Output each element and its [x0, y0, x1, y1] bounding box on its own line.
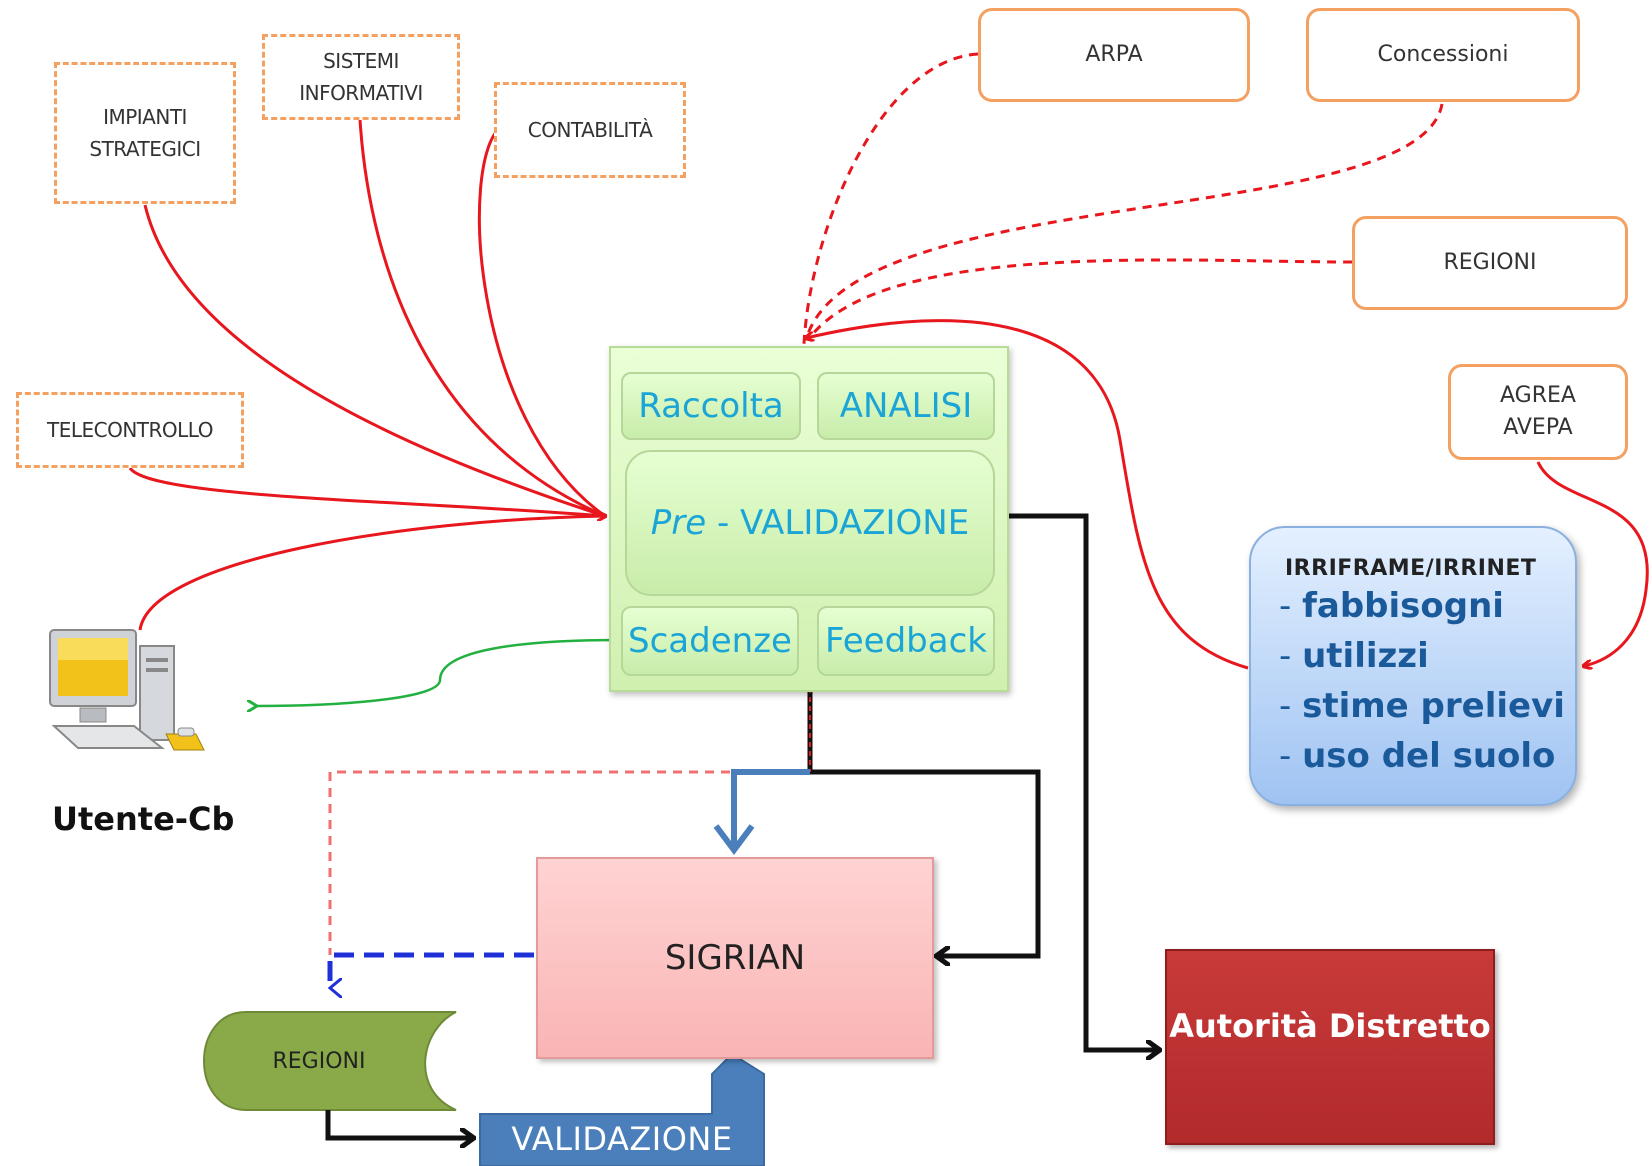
irri-item-utilizzi: - utilizzi: [1279, 636, 1429, 676]
link-sigrian-regioni: [327, 952, 534, 988]
irri-item-stime-prelievi: - stime prelievi: [1279, 686, 1565, 726]
link-center-regioni-dashed: [328, 770, 810, 955]
irri-title: IRRIFRAME/IRRINET: [1285, 556, 1537, 581]
pre-label: Pre: [650, 503, 707, 543]
box-telecontrollo: TELECONTROLLO: [16, 392, 244, 468]
pill-raccolta: Raccolta: [621, 372, 801, 440]
box-agrea-avepa: AGREA AVEPA: [1448, 364, 1628, 460]
irriframe-irrinet-box: IRRIFRAME/IRRINET - fabbisogni - utilizz…: [1249, 526, 1577, 806]
link-contabilita: [477, 126, 606, 518]
regioni-bottom-label: REGIONI: [272, 1048, 366, 1074]
box-contabilita: CONTABILITÀ: [494, 82, 686, 178]
link-concessioni: [804, 103, 1444, 341]
box-sistemi-informativi: SISTEMI INFORMATIVI: [262, 34, 460, 120]
link-trunk-sigrian-arrowhead: [713, 824, 755, 855]
regioni-bottom-shape: [203, 1011, 457, 1111]
link-agrea-irri: [1536, 461, 1649, 666]
link-arpa: [802, 52, 979, 345]
pill-scadenze: Scadenze: [621, 606, 799, 676]
utente-cb-label: Utente-Cb: [52, 800, 235, 838]
link-sistemi: [358, 119, 606, 518]
pill-feedback: Feedback: [817, 606, 995, 676]
computer-icon: [49, 629, 205, 751]
box-arpa: ARPA: [978, 8, 1250, 102]
sigrian-box: SIGRIAN: [536, 857, 934, 1059]
autorita-distretto-box: Autorità Distretto: [1165, 949, 1495, 1145]
link-utente: [138, 516, 605, 631]
link-center-autorita: [1007, 513, 1160, 1050]
irri-item-uso-del-suolo: - uso del suolo: [1279, 736, 1556, 776]
link-trunk-sigrian: [731, 769, 810, 848]
validazione-label: - VALIDAZIONE: [706, 503, 970, 543]
irri-item-fabbisogni: - fabbisogni: [1279, 586, 1504, 626]
box-impianti-strategici: IMPIANTI STRATEGICI: [54, 62, 236, 204]
pill-pre-validazione: Pre - VALIDAZIONE: [625, 450, 995, 596]
box-concessioni: Concessioni: [1306, 8, 1580, 102]
validazione-bottom-shape: [479, 1052, 765, 1166]
link-impianti: [143, 204, 606, 518]
link-regioni-top: [806, 258, 1353, 341]
pill-analisi: ANALISI: [817, 372, 995, 440]
link-irri-center: [806, 319, 1249, 670]
validazione-bottom-label: VALIDAZIONE: [511, 1120, 733, 1158]
link-telecontrollo: [128, 467, 606, 518]
box-regioni: REGIONI: [1352, 216, 1628, 310]
link-scadenze-utente: [257, 638, 621, 706]
center-panel: Raccolta ANALISI Pre - VALIDAZIONE Scade…: [609, 346, 1009, 692]
link-regioni-validazione: [325, 1110, 474, 1138]
